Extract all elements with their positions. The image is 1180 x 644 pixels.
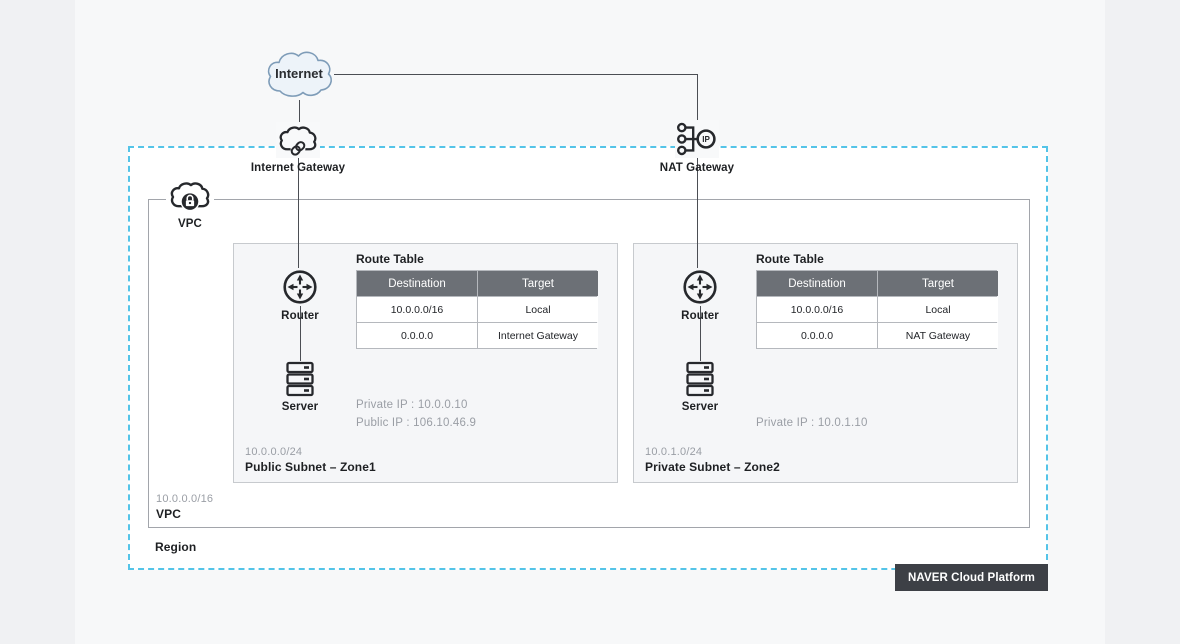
subnet-name-left: Public Subnet – Zone1 [245,460,376,474]
server-icon-left [285,361,315,397]
rt-right-row2-target: NAT Gateway [878,323,998,348]
subnet-name-right: Private Subnet – Zone2 [645,460,780,474]
server-label-right: Server [681,401,719,413]
router-label-right: Router [681,310,719,322]
subnet-cidr-left: 10.0.0.0/24 [245,446,303,458]
vpc-cidr: 10.0.0.0/16 [156,493,214,505]
vpc-icon [166,178,214,216]
subnet-cidr-right: 10.0.1.0/24 [645,446,703,458]
nat-gateway-label: NAT Gateway [659,162,735,174]
rt-left-row2-target: Internet Gateway [478,323,598,348]
line-router-to-server-left [299,306,301,361]
server-ip-info-right: Private IP : 10.0.1.10 [756,415,868,433]
router-icon-right [681,268,719,306]
internet-gateway-label: Internet Gateway [250,162,346,174]
public-ip-left: Public IP : 106.10.46.9 [356,416,477,429]
nat-ip-badge: IP [702,135,710,144]
route-table-title-right: Route Table [756,252,824,266]
vpc-label: VPC [156,507,181,521]
router-icon-left [281,268,319,306]
rt-left-row2-destination: 0.0.0.0 [357,323,477,348]
line-router-to-server-right [699,306,701,361]
line-internet-to-nat-vertical [696,74,698,122]
line-igw-to-router [298,157,299,269]
rt-right-row1-destination: 10.0.0.0/16 [757,297,877,322]
rt-right-row1-target: Local [878,297,998,322]
server-icon-right [685,361,715,397]
vpc-icon-label: VPC [178,218,202,230]
internet-gateway-icon [276,122,320,158]
line-internet-to-igw [298,100,300,126]
internet-cloud-icon [262,46,336,100]
rt-right-row2-destination: 0.0.0.0 [757,323,877,348]
internet-node: Internet [262,46,336,100]
rt-left-row1-destination: 10.0.0.0/16 [357,297,477,322]
router-label-left: Router [281,310,319,322]
rt-left-header-target: Target [478,271,598,296]
rt-right-header-target: Target [878,271,998,296]
server-ip-info-left: Private IP : 10.0.0.10 Public IP : 106.1… [356,397,476,432]
route-table-title-left: Route Table [356,252,424,266]
route-table-right: Destination Target 10.0.0.0/16 Local 0.0… [756,270,998,349]
route-table-left: Destination Target 10.0.0.0/16 Local 0.0… [356,270,598,349]
internet-label: Internet [275,66,323,81]
line-nat-to-router [697,156,698,269]
rt-left-row1-target: Local [478,297,598,322]
private-ip-left: Private IP : 10.0.0.10 [356,399,468,411]
rt-left-header-destination: Destination [357,271,477,296]
nat-gateway-icon: IP [675,120,719,158]
rt-right-header-destination: Destination [757,271,877,296]
region-label: Region [155,540,197,554]
server-label-left: Server [281,401,319,413]
line-internet-to-nat-horizontal [334,73,697,75]
naver-cloud-platform-badge: NAVER Cloud Platform [895,564,1048,591]
private-ip-right: Private IP : 10.0.1.10 [756,417,868,429]
